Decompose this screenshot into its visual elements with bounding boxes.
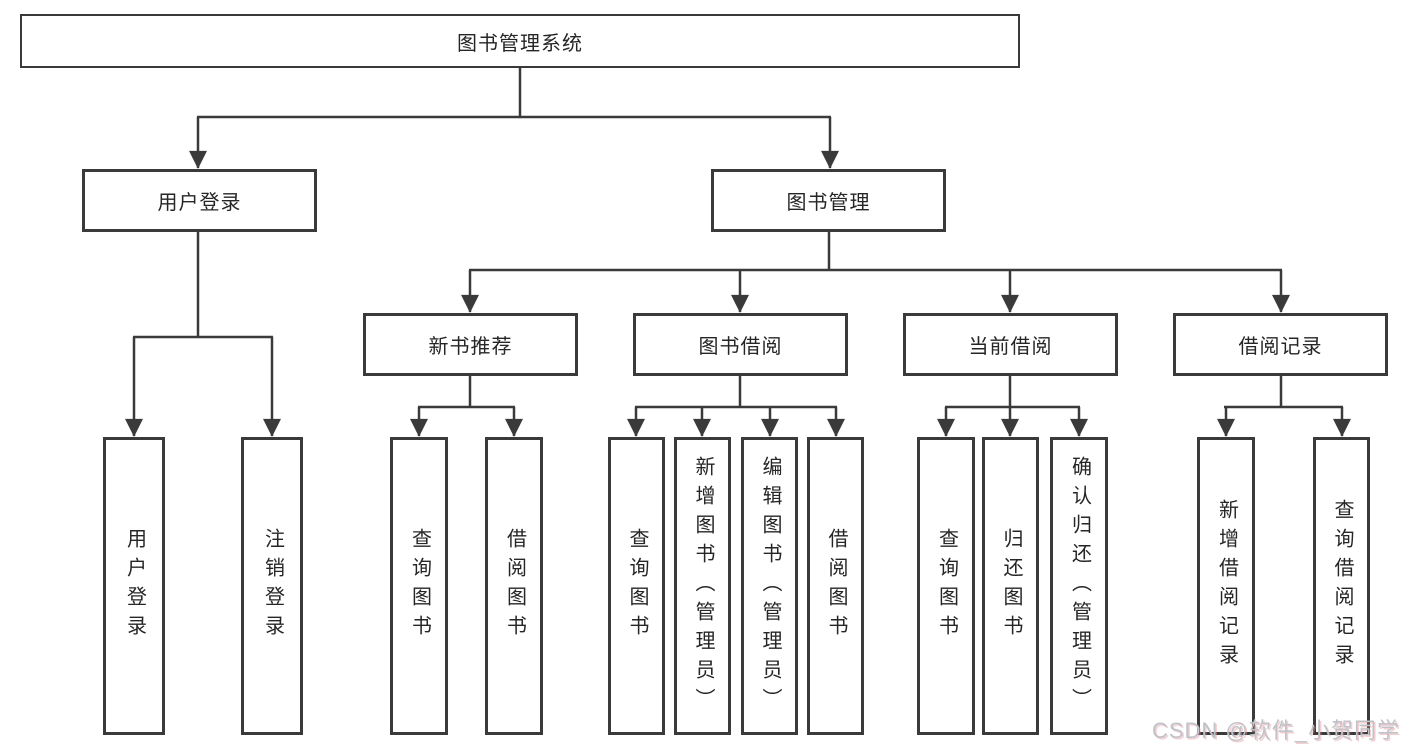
node-label: 借阅图书: [503, 528, 526, 644]
node-book-management: 图书管理: [711, 169, 946, 232]
node-label: 查询图书: [626, 528, 648, 644]
node-label: 新书推荐: [428, 336, 513, 358]
node-book-borrowing: 图书借阅: [633, 313, 848, 376]
node-label: 归还图书: [1000, 528, 1022, 644]
node-label: 用户登录: [157, 192, 242, 214]
node-label: 借阅图书: [825, 528, 847, 644]
node-new-book-recommendation: 新书推荐: [363, 313, 578, 376]
node-borrowing-records: 借阅记录: [1173, 313, 1388, 376]
node-label: 图书借阅: [698, 336, 783, 358]
leaf-logout: 注销登录: [241, 437, 303, 735]
leaf-confirm-return-admin: 确认归还（管理员）: [1050, 437, 1108, 735]
node-label: 查询图书: [408, 528, 431, 644]
node-label: 新增借阅记录: [1215, 499, 1238, 673]
leaf-return-books: 归还图书: [982, 437, 1039, 735]
leaf-add-borrow-record: 新增借阅记录: [1197, 437, 1255, 735]
node-current-borrowing: 当前借阅: [903, 313, 1118, 376]
node-label: 用户登录: [123, 528, 146, 644]
leaf-query-books-3: 查询图书: [917, 437, 975, 735]
leaf-query-books-2: 查询图书: [608, 437, 665, 735]
leaf-query-borrow-record: 查询借阅记录: [1313, 437, 1370, 735]
leaf-borrow-books-1: 借阅图书: [485, 437, 543, 735]
csdn-watermark: CSDN @软件_小贺同学: [1151, 718, 1400, 743]
node-label: 图书管理系统: [457, 32, 583, 55]
leaf-edit-book-admin: 编辑图书（管理员）: [741, 437, 798, 735]
node-label: 编辑图书（管理员）: [759, 455, 781, 717]
node-label: 借阅记录: [1238, 336, 1323, 358]
leaf-borrow-books-2: 借阅图书: [807, 437, 864, 735]
node-user-login: 用户登录: [82, 169, 317, 232]
node-label: 注销登录: [261, 528, 284, 644]
node-label: 当前借阅: [968, 336, 1053, 358]
leaf-user-login: 用户登录: [103, 437, 165, 735]
node-label: 查询借阅记录: [1331, 499, 1353, 673]
node-label: 新增图书（管理员）: [692, 455, 714, 717]
leaf-query-books-1: 查询图书: [390, 437, 448, 735]
leaf-add-book-admin: 新增图书（管理员）: [674, 437, 731, 735]
node-label: 确认归还（管理员）: [1068, 455, 1091, 717]
node-label: 查询图书: [935, 528, 958, 644]
node-library-management-system: 图书管理系统: [20, 14, 1020, 68]
node-label: 图书管理: [786, 192, 871, 214]
